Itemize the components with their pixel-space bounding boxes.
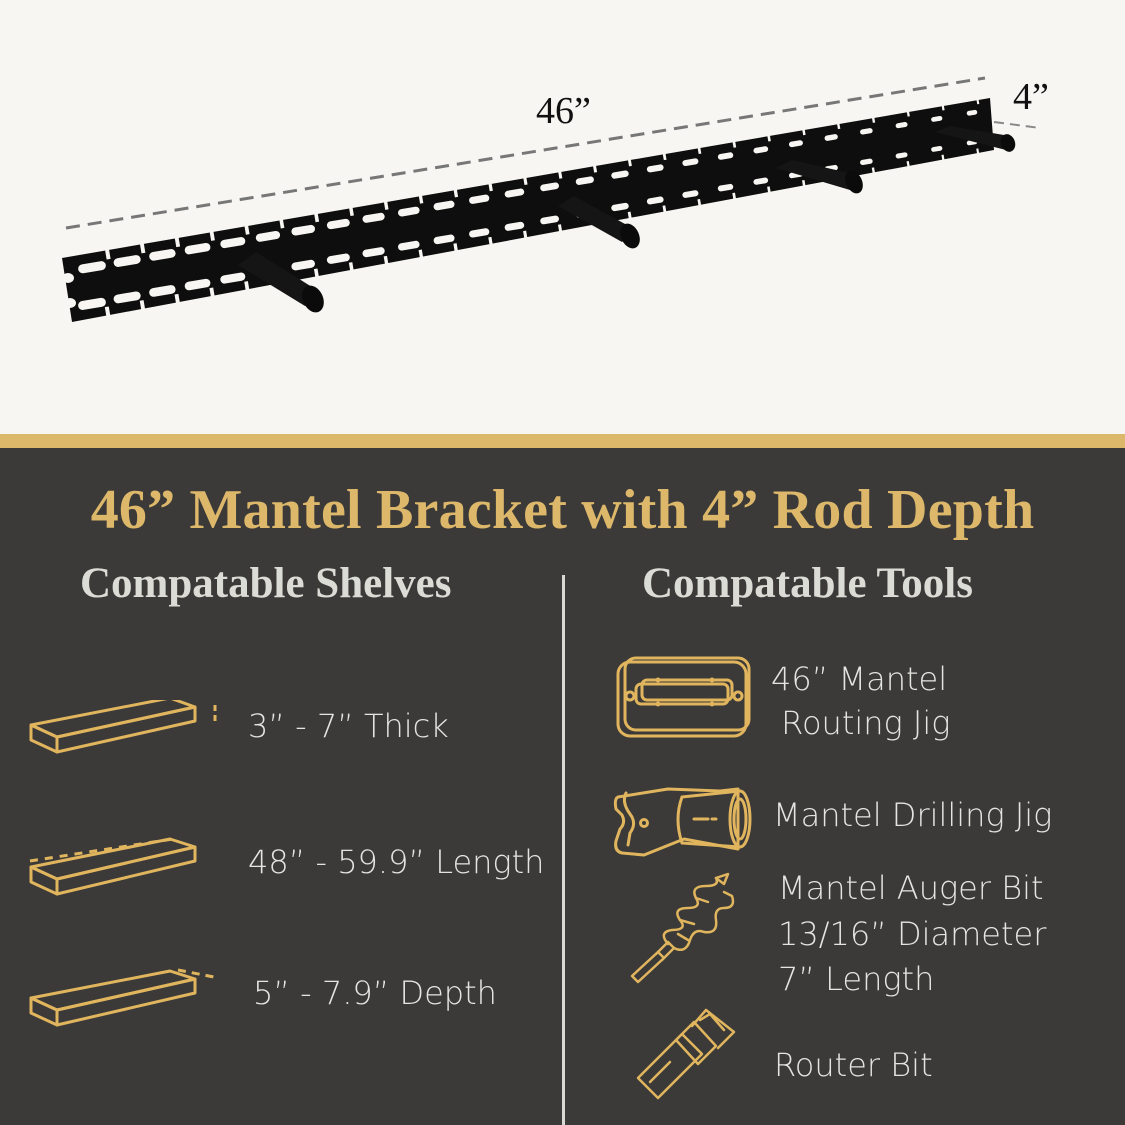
depth-dimension-label: 4” — [1013, 76, 1049, 118]
gold-divider-band — [0, 434, 1125, 448]
bracket-slots-bottom — [78, 139, 980, 319]
auger-bit-icon — [630, 872, 735, 984]
shelf-thickness-label: 3” - 7” Thick — [248, 707, 449, 745]
depth-dimension-line — [993, 121, 1041, 129]
drilling-jig-icon — [613, 787, 752, 857]
length-dimension-line — [65, 76, 986, 230]
length-dimension-label: 46” — [536, 90, 591, 132]
shelf-length-label: 48” - 59.9” Length — [248, 843, 545, 881]
bracket-rods — [238, 126, 1016, 313]
shelves-section-title: Compatable Shelves — [80, 560, 452, 607]
shelf-length-icon — [29, 837, 197, 896]
column-divider — [562, 575, 565, 1125]
shelf-thickness-icon — [29, 700, 217, 754]
routing-jig-icon — [616, 656, 751, 738]
shelf-depth-icon — [29, 968, 215, 1027]
drilling-jig-label: Mantel Drilling Jig — [773, 796, 1053, 834]
router-bit-label: Router Bit — [774, 1046, 933, 1084]
product-image-panel: 46” 4” — [0, 0, 1125, 434]
bracket-slots-top — [78, 98, 980, 274]
tools-section-title: Compatable Tools — [642, 560, 973, 607]
shelf-depth-label: 5” - 7.9” Depth — [253, 974, 497, 1012]
bracket-plate — [62, 98, 994, 322]
router-bit-icon — [636, 1008, 736, 1100]
bracket-end-notches — [62, 273, 76, 308]
mantel-bracket-image — [62, 76, 1041, 322]
main-title: 46” Mantel Bracket with 4” Rod Depth — [90, 479, 1035, 541]
